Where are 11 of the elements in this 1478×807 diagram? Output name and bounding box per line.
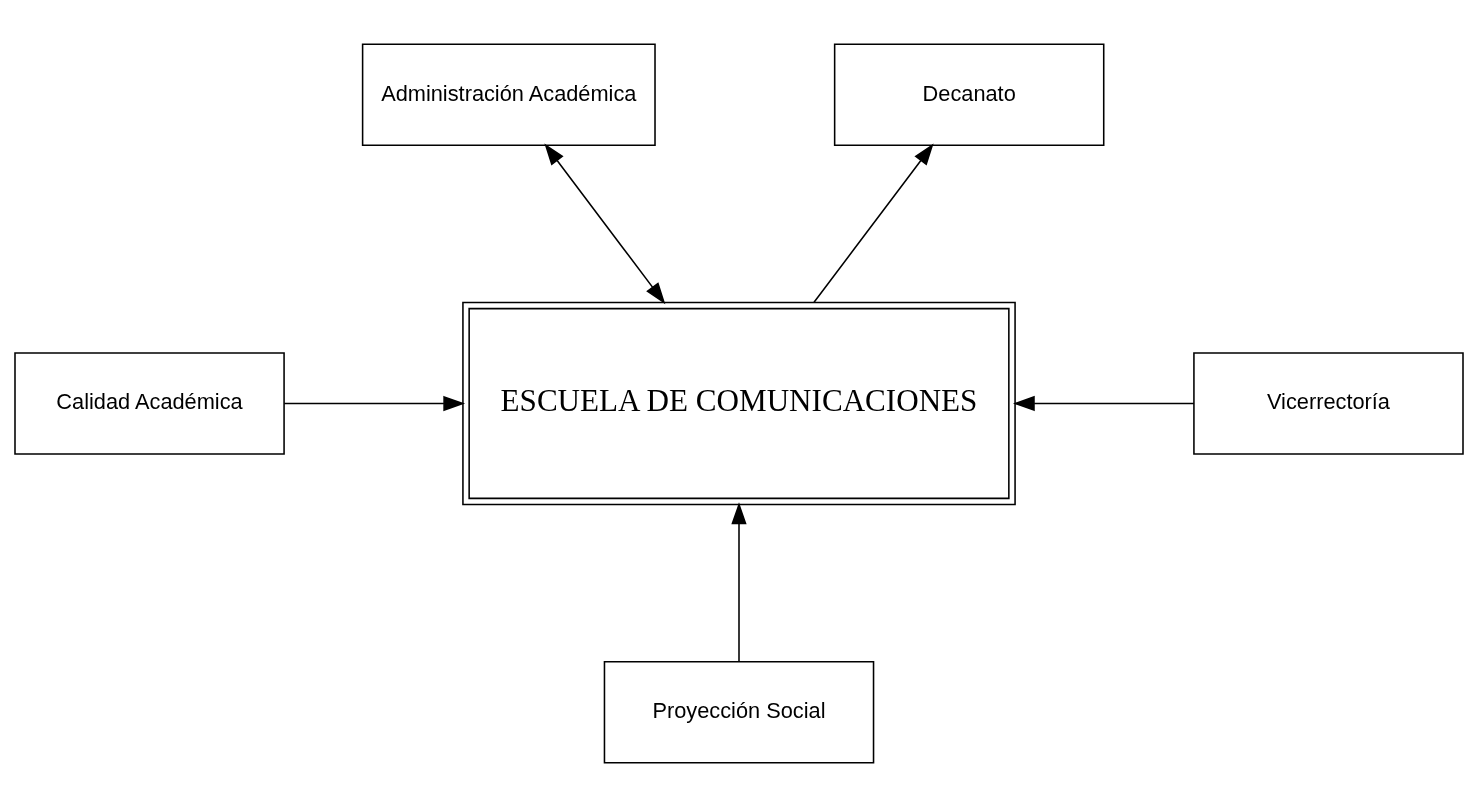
arrow [813,143,934,304]
node-box: Vicerrectoría [1193,352,1464,455]
node-box: Decanato [833,43,1105,147]
node-box: Proyección Social [603,660,875,764]
node-box: Calidad Académica [14,352,285,455]
arrow [1012,395,1195,412]
arrow [731,502,747,663]
arrow [544,143,666,305]
arrow [283,395,466,412]
node-box: Administración Académica [361,43,656,147]
node-box: ESCUELA DE COMUNICACIONES [462,301,1016,506]
